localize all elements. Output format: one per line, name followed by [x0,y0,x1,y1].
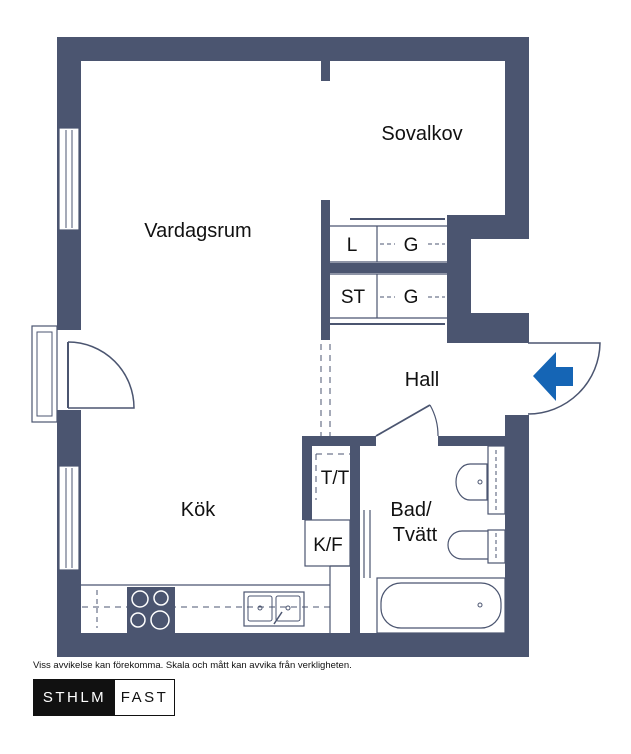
room-label-hall: Hall [405,369,439,391]
sthlm-fast-logo: STHLM FAST [33,679,175,716]
room-label-vardagsrum: Vardagsrum [144,220,251,242]
entrance-arrow-icon [533,352,573,401]
balcony-door [31,325,135,423]
dashed-lines [82,344,350,608]
fixture-label-tt: T/T [321,468,350,489]
logo-left-text: STHLM [34,680,115,715]
bathroom-fixtures [363,445,506,634]
kitchen-sink [243,591,305,627]
wardrobe-label-g-bottom: G [404,287,419,308]
room-label-sovalkov: Sovalkov [381,123,462,145]
room-label-tvatt: Tvätt [393,524,438,546]
disclaimer-text: Viss avvikelse kan förekomma. Skala och … [33,660,352,671]
kitchen-counter [81,519,351,633]
wardrobe-label-g-top: G [404,235,419,256]
wardrobe-label-st: ST [341,287,366,308]
window-glazing [65,130,73,568]
floor-plan: Sovalkov Vardagsrum Hall Kök Bad/ Tvätt … [31,37,601,657]
entrance-door [505,342,601,415]
wardrobe-label-l: L [347,235,358,256]
room-label-bad: Bad/ [390,499,432,521]
bathroom-door [375,404,439,437]
room-label-kok: Kök [181,499,216,521]
windows [58,127,80,571]
logo-right-text: FAST [120,689,169,706]
wardrobes [330,218,447,325]
fixture-label-kf: K/F [313,535,343,556]
stove [127,587,175,633]
